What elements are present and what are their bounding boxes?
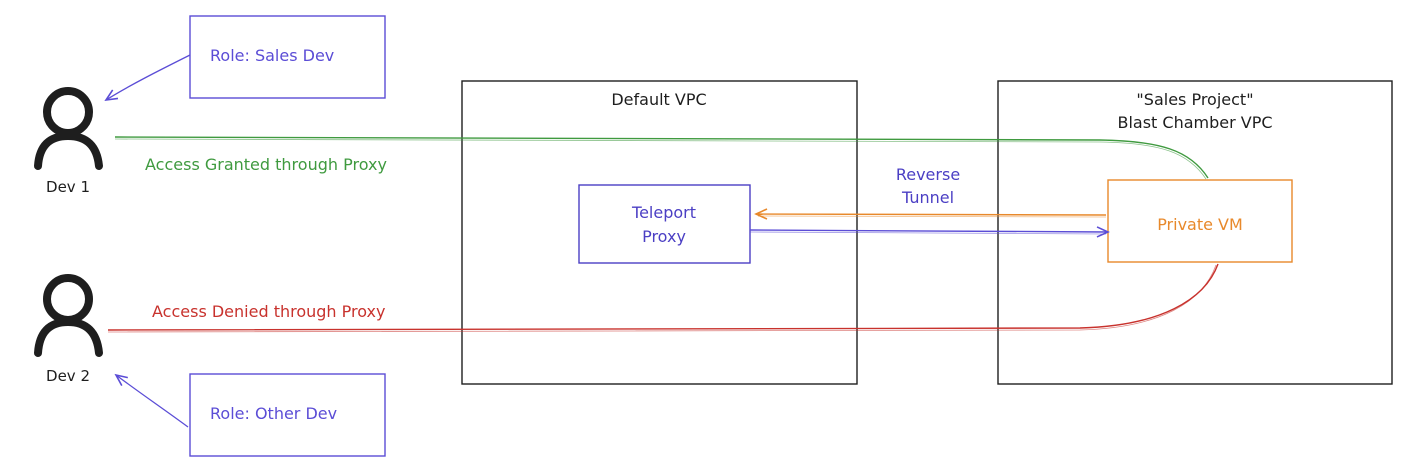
private-vm-box [1107,179,1293,263]
reverse-tunnel-label-line1: Reverse [895,165,961,184]
reverse-tunnel-arrow [754,208,1107,220]
role-label-sales-dev: Role: Sales Dev [210,46,335,65]
default-vpc-title: Default VPC [611,90,707,109]
teleport-proxy-label-line1: Teleport [632,203,696,222]
reverse-tunnel-label-line2: Tunnel [901,188,955,207]
access-granted-label: Access Granted through Proxy [145,155,387,174]
teleport-proxy-label-line2: Proxy [642,227,686,246]
reverse-tunnel-arrow-trace [757,215,1107,218]
teleport-proxy-box [578,184,751,264]
role-arrow-dev2 [114,373,189,428]
role-arrow-dev1 [104,54,191,102]
sales-vpc-box [997,80,1393,385]
access-denied-line-trace [107,264,1217,333]
person-icon [34,87,103,170]
access-granted-line-trace [114,138,1207,180]
proxy-to-vm-arrow-trace [749,231,1107,235]
person-icon [34,274,103,357]
private-vm-label: Private VM [1157,215,1243,234]
proxy-to-vm-arrow [749,226,1110,238]
sales-vpc-title-line2: Blast Chamber VPC [1117,113,1273,132]
access-granted-line [114,136,1209,179]
access-denied-label: Access Denied through Proxy [152,302,386,321]
role-box-sales-dev [189,15,386,99]
user-label-dev1: Dev 1 [46,178,90,196]
user-label-dev2: Dev 2 [46,367,90,385]
role-label-other-dev: Role: Other Dev [210,404,338,423]
access-denied-line [107,263,1219,331]
role-box-other-dev [189,373,386,457]
sales-vpc-title-line1: "Sales Project" [1136,90,1254,109]
